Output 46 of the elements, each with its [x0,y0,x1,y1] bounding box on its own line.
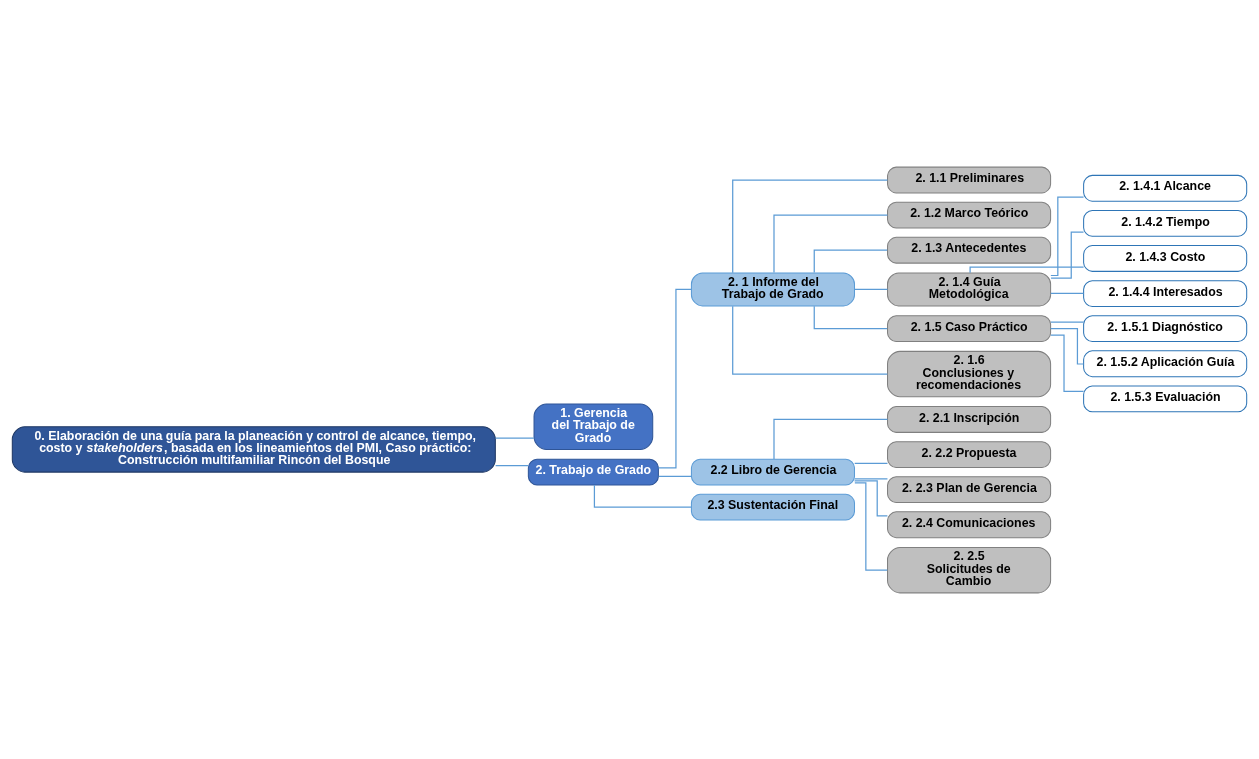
connector [854,477,889,479]
connector [1050,327,1085,365]
node-box: 2. 1.6 Conclusiones y recomendaciones [887,350,1052,397]
connector [969,266,1085,273]
node-box: 2. 1.5.1 Diagnóstico [1083,314,1248,342]
connector [773,214,889,273]
connector [813,249,888,273]
connector [1050,292,1085,294]
node-box: 2. 1.4.2 Tiempo [1083,209,1248,237]
node-box: 2. 1.4.1 Alcance [1083,174,1248,202]
connector [854,481,888,571]
connector [854,462,889,464]
node-box: 2.3 Sustentación Final [690,493,855,521]
node-box: 0. Elaboración de una guía para la planeación y control de alcance, tiempo, costo y stakeholders, basada en los lineamientos del PMI, Caso práctico: Construcción multifamiliar Rincón del Bosque [11,425,496,473]
node-box: 2. 2.2 Propuesta [887,440,1052,468]
node-box: 2. 1.4.4 Interesados [1083,279,1248,307]
node-box: 2. 1.5 Caso Práctico [887,314,1052,342]
node-box: 2. 1.1 Preliminares [887,166,1052,193]
node-box: 2. Trabajo de Grado [527,458,659,486]
connector [495,436,535,439]
node-box: 2. 1 Informe del Trabajo de Grado [690,271,855,306]
node-box: 2. 2.1 Inscripción [887,405,1052,433]
node-box: 2. 1.2 Marco Teórico [887,201,1052,229]
connector [1050,195,1085,276]
connector [593,484,692,508]
connector [1050,334,1085,392]
node-box: 2. 2.4 Comunicaciones [887,510,1052,538]
node-box: 2. 1.5.2 Aplicación Guía [1083,349,1248,377]
connector [853,479,888,517]
connector [854,288,889,290]
connector [813,305,888,329]
connector [1050,231,1085,279]
connector [732,178,888,273]
node-box: 2. 2.5 Solicitudes de Cambio [887,546,1052,593]
connector [658,475,692,477]
node-box: 2. 1.4.3 Costo [1083,244,1248,272]
node-box: 2. 2.3 Plan de Gerencia [887,475,1052,503]
node-box: 2.2 Libro de Gerencia [690,458,855,486]
connector [773,418,889,460]
node-box: 2. 1.5.3 Evaluación [1083,384,1248,412]
node-box: 2. 1.4 Guía Metodológica [887,271,1052,306]
connector [495,464,529,466]
connector [732,305,888,375]
node-box: 1. Gerencia del Trabajo de Grado [533,403,654,450]
connector [1050,321,1085,323]
node-box: 2. 1.3 Antecedentes [887,236,1052,264]
